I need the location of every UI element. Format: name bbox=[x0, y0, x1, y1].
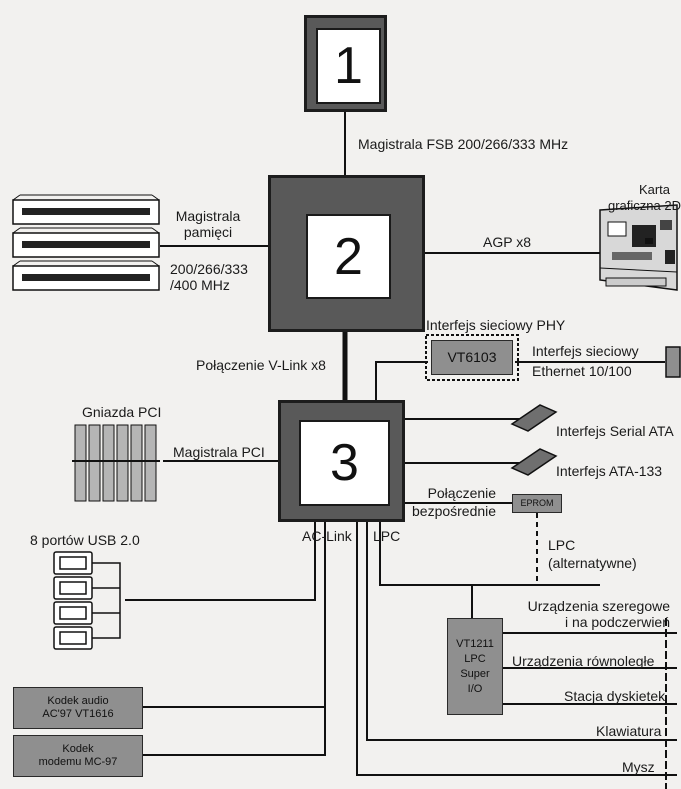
serial-ir-line1: Urządzenia szeregowe bbox=[527, 598, 670, 614]
pci-bus-label: Magistrala PCI bbox=[173, 444, 265, 460]
ac-link-audio-line bbox=[143, 522, 326, 708]
cpu-chip-label: 1 bbox=[316, 28, 381, 104]
sata-drive-icon bbox=[510, 404, 558, 432]
graphics-card-line1: Karta bbox=[638, 182, 671, 197]
floppy-label: Stacja dyskietek bbox=[564, 688, 666, 704]
superio-line3: Super bbox=[460, 667, 490, 680]
lpc-label: LPC bbox=[373, 528, 401, 544]
northbridge-chip: 2 bbox=[268, 175, 425, 332]
memory-bus-label: Magistrala pamięci bbox=[168, 208, 248, 240]
lpc-alt-line1: LPC bbox=[548, 537, 576, 553]
memory-bus-line2: pamięci bbox=[183, 224, 233, 240]
net-interface-line1: Interfejs sieciowy bbox=[532, 343, 639, 359]
northbridge-chip-label: 2 bbox=[306, 214, 391, 299]
memory-module bbox=[12, 194, 160, 225]
serial-ata-label: Interfejs Serial ATA bbox=[556, 423, 674, 439]
graphics-card-icon bbox=[599, 204, 678, 291]
memory-module bbox=[12, 227, 160, 258]
super-io-box: VT1211 LPC Super I/O bbox=[447, 618, 503, 715]
fsb-label: Magistrala FSB 200/266/333 MHz bbox=[358, 136, 569, 152]
graphics-card-line2: graficzna 2D bbox=[608, 198, 681, 213]
mouse-label: Mysz bbox=[622, 759, 655, 775]
direct-line2: bezpośrednie bbox=[412, 503, 497, 519]
lpc-alt-line2: (alternatywne) bbox=[548, 555, 637, 571]
phy-dotted-border bbox=[425, 334, 519, 381]
modem-codec-box: Kodek modemu MC-97 bbox=[13, 735, 143, 777]
cpu-chip: 1 bbox=[304, 15, 387, 112]
phy-interface-label: Interfejs sieciowy PHY bbox=[426, 317, 566, 333]
superio-line1: VT1211 bbox=[456, 637, 494, 650]
graphics-card-label: Karta graficzna 2D bbox=[608, 182, 681, 214]
audio-codec-line1: Kodek audio bbox=[47, 695, 109, 707]
memory-modules bbox=[12, 194, 160, 291]
memory-freq-line1: 200/266/333 bbox=[170, 261, 248, 277]
net-interface-line2: Ethernet 10/100 bbox=[532, 363, 632, 379]
ac-link-label: AC-Link bbox=[302, 528, 352, 544]
superio-line4: I/O bbox=[467, 682, 483, 695]
keyboard-line bbox=[366, 522, 677, 741]
memory-module bbox=[12, 260, 160, 291]
parallel-label: Urządzenia równoległe bbox=[512, 653, 655, 669]
direct-connection-label: Połączenie bezpośrednie bbox=[412, 485, 496, 519]
keyboard-label: Klawiatura bbox=[596, 723, 662, 739]
ata-drive-icon bbox=[510, 448, 558, 476]
serial-ir-line2: i na podczerwień bbox=[564, 614, 670, 630]
agp-label: AGP x8 bbox=[483, 234, 531, 250]
usb-line bbox=[125, 522, 316, 601]
southbridge-chip-label: 3 bbox=[299, 420, 390, 506]
vt6103-box: VT6103 bbox=[431, 340, 513, 375]
ata133-label: Interfejs ATA-133 bbox=[556, 463, 663, 479]
eprom-box: EPROM bbox=[512, 494, 562, 513]
eprom-label: EPROM bbox=[520, 498, 554, 508]
memory-bus-line1: Magistrala bbox=[175, 208, 241, 224]
modem-codec-line1: Kodek bbox=[62, 743, 94, 755]
memory-freq-line2: /400 MHz bbox=[170, 277, 230, 293]
usb-label: 8 portów USB 2.0 bbox=[30, 532, 140, 548]
serial-ir-label: Urządzenia szeregowe i na podczerwień bbox=[520, 598, 670, 630]
mouse-line bbox=[356, 522, 677, 776]
audio-codec-line2: AC'97 VT1616 bbox=[42, 708, 114, 720]
net-interface-label: Interfejs sieciowy Ethernet 10/100 bbox=[532, 343, 639, 379]
southbridge-chip: 3 bbox=[278, 400, 405, 522]
memory-freq-label: 200/266/333 /400 MHz bbox=[170, 261, 248, 293]
vlink-label: Połączenie V-Link x8 bbox=[196, 357, 326, 373]
ethernet-port-icon bbox=[665, 346, 681, 378]
pci-slots-icon bbox=[72, 424, 160, 502]
lpc-alt-label: LPC (alternatywne) bbox=[548, 537, 637, 571]
direct-line1: Połączenie bbox=[427, 485, 497, 501]
audio-codec-box: Kodek audio AC'97 VT1616 bbox=[13, 687, 143, 729]
phy-link-line bbox=[375, 361, 428, 400]
pci-slots-label: Gniazda PCI bbox=[82, 404, 162, 420]
lpc-line bbox=[379, 522, 600, 586]
modem-codec-line2: modemu MC-97 bbox=[38, 756, 118, 768]
ac-link-modem-line bbox=[143, 707, 326, 756]
usb-ports-icon bbox=[53, 551, 121, 650]
superio-line2: LPC bbox=[464, 652, 486, 665]
vt6103-label: VT6103 bbox=[447, 349, 497, 365]
